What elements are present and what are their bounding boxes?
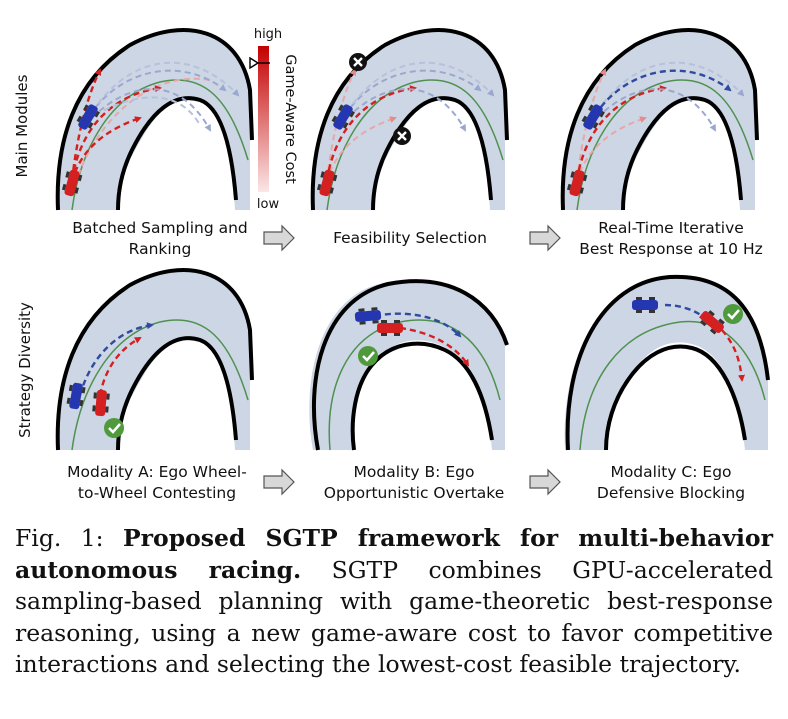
opp-traj (664, 303, 707, 320)
flow-arrow-icon (263, 224, 295, 252)
row-label-main-modules: Main Modules (13, 74, 31, 178)
panel-6-label: Modality C: Ego Defensive Blocking (596, 463, 746, 502)
figure-illustration (55, 28, 770, 496)
raceline (576, 79, 754, 211)
ego-car (566, 169, 588, 197)
candidate-traj (70, 85, 162, 181)
panel-2 (310, 28, 509, 211)
candidate-traj (575, 85, 667, 181)
track-inner-wall (621, 96, 743, 211)
track-inner-wall (371, 96, 493, 211)
panel-2-label: Feasibility Selection (333, 229, 487, 247)
caption-body: SGTP combines GPU-accelerated sampling-b… (15, 555, 774, 679)
opp-traj (94, 96, 201, 126)
panel-6 (564, 274, 770, 451)
opp-traj (346, 88, 466, 132)
opponent-car (331, 104, 355, 130)
row-label-strategy-diversity: Strategy Diversity (16, 302, 34, 438)
track-inner-wall (116, 336, 238, 451)
ego-car (92, 389, 110, 417)
panel-1-label: Batched Sampling and Ranking (72, 219, 248, 258)
panel-5 (309, 279, 509, 451)
raceline (326, 79, 504, 211)
caption-bold-title: Proposed SGTP framework for multi-behavi… (15, 524, 773, 584)
track-inner-wall (350, 341, 494, 451)
opp-traj (596, 61, 745, 113)
track-outer-wall (565, 274, 770, 451)
opponent-car (354, 307, 382, 325)
track-surface (562, 30, 755, 210)
opponent-car (66, 382, 86, 410)
panel-5-label: Modality B: Ego Opportunistic Overtake (323, 463, 505, 502)
infeasible-x-icon (393, 127, 411, 145)
colorbar-low-label: low (256, 197, 280, 212)
ego-traj (399, 326, 470, 367)
panel-3 (560, 28, 759, 211)
candidate-traj (325, 85, 417, 181)
track-outer-wall (311, 279, 509, 451)
ego-car (377, 320, 403, 336)
check-icon (104, 418, 124, 438)
opp-traj (89, 69, 227, 116)
track-outer-wall (310, 28, 509, 211)
check-icon (723, 304, 743, 324)
track-outer-wall (560, 28, 759, 211)
opponent-car (76, 104, 100, 130)
opp-traj (596, 88, 716, 132)
colorbar-high-label: high (253, 27, 283, 42)
opp-traj (91, 88, 211, 132)
caption-prefix: Fig. 1: (15, 524, 123, 552)
colorbar (249, 46, 270, 192)
flow-arrow-icon (529, 468, 561, 496)
raceline (71, 79, 249, 211)
track-surface (312, 30, 505, 210)
ego-car (699, 310, 725, 335)
opponent-car (581, 104, 605, 130)
opp-traj (374, 312, 462, 338)
raceline (579, 320, 766, 451)
opp-traj (594, 69, 732, 116)
colorbar-bar (258, 46, 269, 192)
panel-1 (55, 28, 254, 211)
track-surface (309, 281, 505, 450)
track-outer-wall (55, 28, 254, 211)
panel-4 (55, 268, 254, 451)
ego-traj (98, 336, 142, 396)
track-outer-wall (55, 268, 254, 451)
candidate-traj (74, 77, 211, 186)
flow-arrow-icon (529, 224, 561, 252)
figure-caption: Fig. 1: Proposed SGTP framework for mult… (15, 523, 773, 681)
ego-car (316, 169, 338, 197)
opp-traj (78, 322, 154, 396)
flow-arrow-icon (263, 468, 295, 496)
panel-4-label: Modality A: Ego Wheel- to-Wheel Contesti… (67, 463, 247, 502)
track-inner-wall (604, 344, 747, 451)
opp-traj (344, 69, 482, 116)
colorbar-axis-label: Game-Aware Cost (282, 54, 298, 184)
panel-3-label: Real-Time Iterative Best Response at 10 … (579, 219, 763, 258)
ego-traj (721, 329, 745, 382)
track-surface (57, 30, 251, 210)
colorbar-marker (249, 56, 260, 70)
opp-traj (346, 61, 495, 113)
opponent-car (632, 297, 658, 313)
raceline (71, 319, 249, 451)
infeasible-x-icon (349, 53, 367, 71)
check-icon (358, 346, 378, 366)
opp-traj (91, 61, 240, 113)
